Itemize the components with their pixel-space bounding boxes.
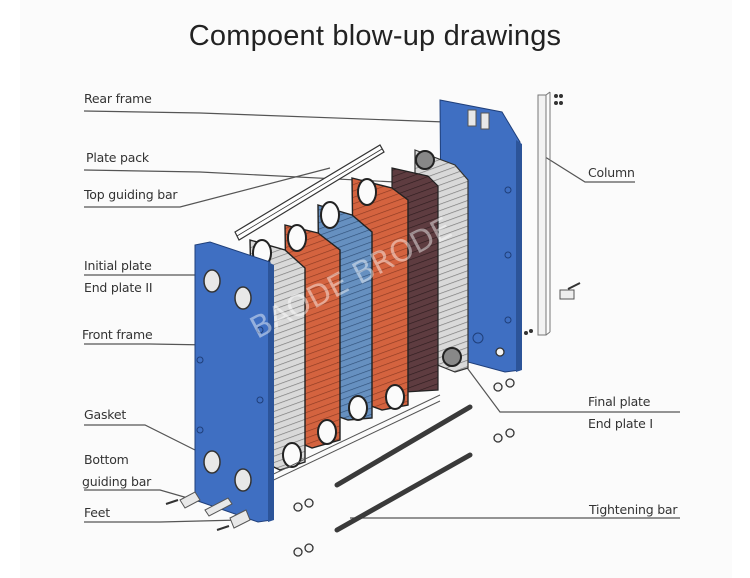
label-front-frame: Front frame xyxy=(82,327,153,342)
leader-feet xyxy=(84,519,241,523)
label-final-plate: Final plate xyxy=(588,394,651,409)
label-initial-plate: Initial plate xyxy=(84,258,152,273)
label-rear-frame: Rear frame xyxy=(84,91,152,106)
leader-front-frame xyxy=(84,343,211,346)
label-end-plate-i: End plate I xyxy=(588,416,653,431)
front-frame xyxy=(194,241,274,523)
tightening-bar-1 xyxy=(334,404,473,488)
column xyxy=(524,91,581,336)
top-guiding-bar xyxy=(234,144,385,241)
label-gasket: Gasket xyxy=(84,407,127,422)
leader-top-guiding-bar xyxy=(84,167,331,208)
rear-frame-bracket xyxy=(467,109,490,130)
feet xyxy=(165,491,251,531)
label-bottom: Bottom xyxy=(84,452,129,467)
nuts xyxy=(293,347,515,557)
leader-rear-frame xyxy=(83,110,446,123)
leader-final-plate xyxy=(464,364,680,413)
tightening-bar-2 xyxy=(334,452,473,533)
label-feet: Feet xyxy=(84,505,110,520)
front-frame-ports xyxy=(203,269,252,492)
leader-column xyxy=(541,154,635,183)
label-guiding-bar: guiding bar xyxy=(82,474,152,489)
diagram-title: Compoent blow-up drawings xyxy=(188,20,562,52)
leader-gasket xyxy=(84,424,206,456)
tightening-bars xyxy=(334,404,473,533)
label-top-guiding-bar: Top guiding bar xyxy=(84,187,178,202)
label-end-plate-ii: End plate II xyxy=(84,280,153,295)
label-plate-pack: Plate pack xyxy=(86,150,149,165)
label-column: Column xyxy=(588,165,635,180)
column-foot-bracket xyxy=(559,282,581,300)
label-tightening-bar: Tightening bar xyxy=(589,502,678,517)
